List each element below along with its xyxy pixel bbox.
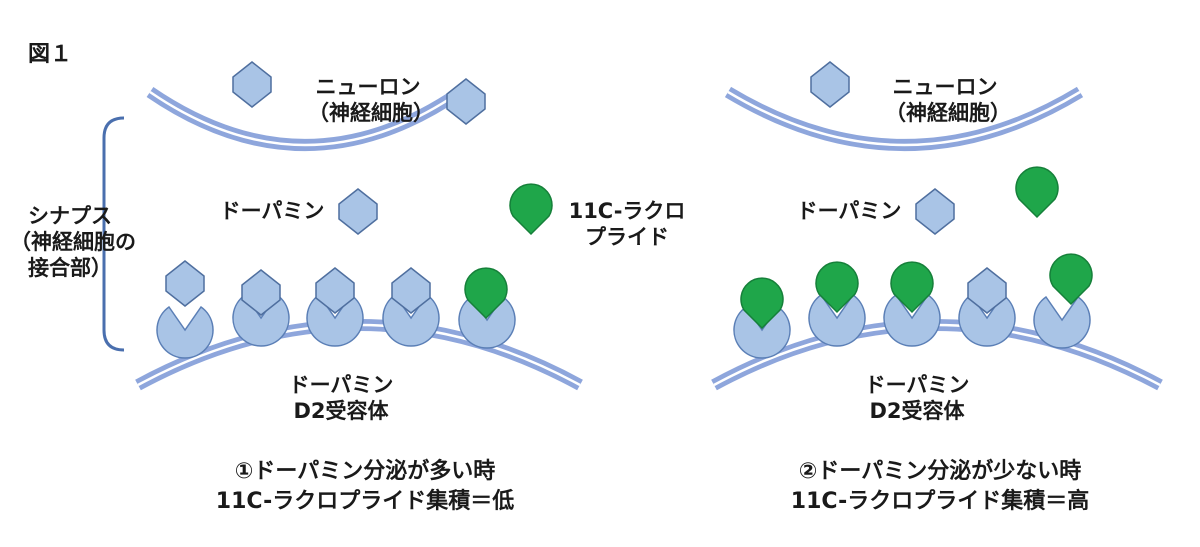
neuron-label: ニューロン （神経細胞） xyxy=(885,74,1011,126)
synapse-label: シナプス （神経細胞の 接合部） xyxy=(10,203,136,281)
raclopride-molecule xyxy=(1049,253,1093,305)
neuron-label-line1: ニューロン xyxy=(315,75,421,99)
figure-label: 図１ xyxy=(28,42,73,67)
dopamine-label: ドーパミン xyxy=(219,199,325,223)
right-caption-line2: 11C-ラクロプライド集積＝高 xyxy=(790,489,1090,514)
raclopride-molecule xyxy=(509,183,553,235)
left-panel xyxy=(102,61,583,391)
synapse-label-line3: 接合部） xyxy=(28,256,112,280)
raclopride-label-line2: プライド xyxy=(585,225,669,249)
left-caption-line2: 11C-ラクロプライド集積＝低 xyxy=(215,489,515,514)
d2-receptor xyxy=(1033,296,1091,349)
neuron-label-line2: （神経細胞） xyxy=(308,101,434,125)
dopamine-molecule xyxy=(165,260,205,307)
right-caption-line1: ②ドーパミン分泌が少ない時 xyxy=(798,459,1082,484)
raclopride-molecule xyxy=(1015,166,1059,218)
dopamine-molecule xyxy=(232,61,272,108)
receptor-label-line1: ドーパミン xyxy=(864,373,970,397)
synapse-label-line2: （神経細胞の xyxy=(10,230,136,254)
dopamine-label: ドーパミン xyxy=(796,199,902,223)
receptor-label-line2: D2受容体 xyxy=(869,399,965,423)
neuron-label-line1: ニューロン xyxy=(892,75,998,99)
synapse-label-line1: シナプス xyxy=(28,204,112,228)
left-caption: ①ドーパミン分泌が多い時 11C-ラクロプライド集積＝低 xyxy=(180,457,550,517)
dopamine-molecule xyxy=(338,188,378,235)
synapse-bracket xyxy=(102,116,125,352)
receptor-label: ドーパミン D2受容体 xyxy=(276,372,406,424)
neuron-label-line2: （神経細胞） xyxy=(885,101,1011,125)
left-caption-line1: ①ドーパミン分泌が多い時 xyxy=(234,459,496,484)
right-panel xyxy=(711,61,1163,391)
raclopride-label-line1: 11C-ラクロ xyxy=(568,199,686,223)
receptor-label: ドーパミン D2受容体 xyxy=(852,372,982,424)
right-caption: ②ドーパミン分泌が少ない時 11C-ラクロプライド集積＝高 xyxy=(755,457,1125,517)
dopamine-molecule xyxy=(915,188,955,235)
neuron-label: ニューロン （神経細胞） xyxy=(308,74,434,126)
receptor-label-line1: ドーパミン xyxy=(288,373,394,397)
receptor-label-line2: D2受容体 xyxy=(293,399,389,423)
d2-receptor xyxy=(156,306,214,359)
dopamine-molecule xyxy=(810,61,850,108)
raclopride-label: 11C-ラクロ プライド xyxy=(562,198,692,250)
dopamine-molecule xyxy=(446,78,486,125)
